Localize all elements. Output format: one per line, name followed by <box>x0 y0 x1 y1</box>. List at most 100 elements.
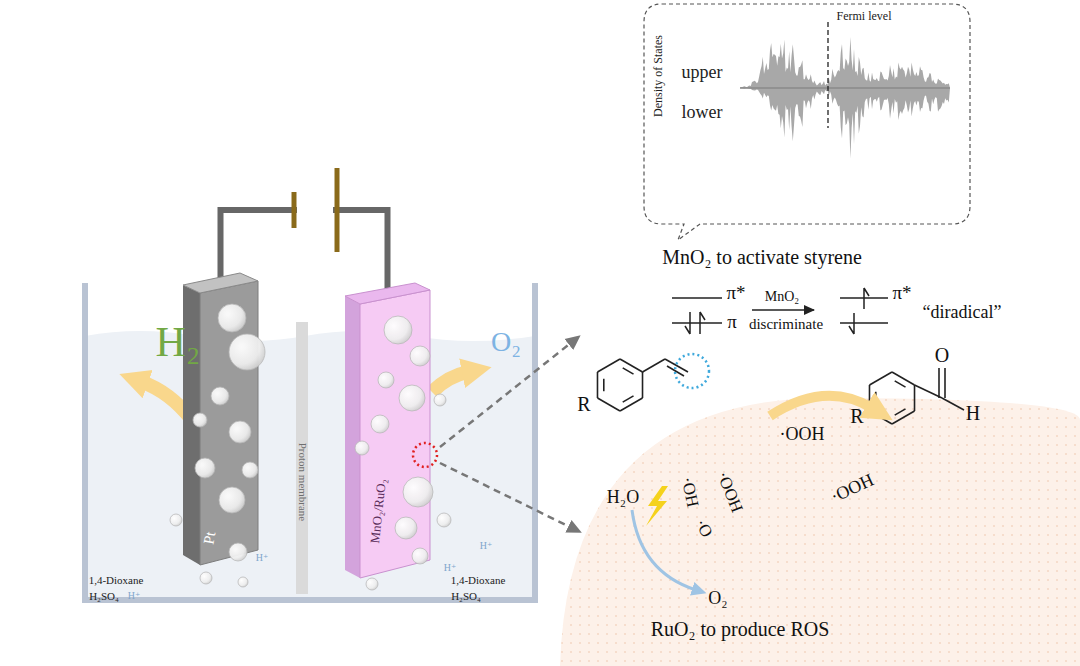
gas-bubble <box>170 514 182 526</box>
chemical-bond <box>914 385 916 411</box>
chemical-bond <box>597 372 599 398</box>
ion-label: H⁺ <box>128 591 141 601</box>
dos-curve <box>740 37 950 88</box>
node-shape <box>183 273 258 565</box>
orbital-label: π* <box>726 283 745 302</box>
gas-bubble <box>218 304 246 332</box>
gas-bubble <box>378 372 394 388</box>
ros-texture <box>560 398 1080 666</box>
electrode-top <box>345 283 430 304</box>
gas-bubble <box>200 572 212 584</box>
activation-site <box>675 354 709 388</box>
gas-bubble <box>434 394 446 406</box>
gas-product: H₂ <box>156 321 201 363</box>
oxidation-arrow <box>632 510 696 590</box>
ion-label: H⁺ <box>444 563 457 573</box>
beaker <box>85 283 535 600</box>
spin-label: upper <box>682 63 723 81</box>
electron-spin <box>864 288 869 309</box>
gas-bubble <box>410 346 430 366</box>
reaction-note: discriminate <box>749 317 823 332</box>
chemical-bond <box>892 411 915 424</box>
chemical-bond <box>892 372 915 385</box>
gas-bubble <box>195 458 215 478</box>
dos-curve <box>740 88 950 159</box>
atom-label: O <box>935 345 949 365</box>
electron-spin <box>700 312 705 334</box>
radical-label: ·O <box>692 516 716 540</box>
ion-label: H⁺ <box>480 541 493 551</box>
gas-bubble <box>355 441 369 455</box>
electrode-name: Pt <box>202 531 219 546</box>
chemical-bond <box>869 372 892 385</box>
orbital-level <box>672 322 722 324</box>
electrode-face <box>360 290 430 578</box>
gas-bubble <box>219 487 245 513</box>
cathode-electrode: Pt <box>183 273 258 565</box>
dos-callout: Density of StatesupperlowerFermi level <box>642 2 972 242</box>
radical-label: ·OOH <box>780 425 825 443</box>
gas-bubble <box>238 577 248 587</box>
zoom-leader <box>440 463 572 528</box>
orbital-level <box>840 322 888 324</box>
gas-bubble <box>229 543 247 561</box>
gas-bubble <box>211 387 229 405</box>
ion-label: H⁺ <box>256 553 269 563</box>
dos-axis <box>740 87 950 89</box>
gas-arrow <box>432 372 468 392</box>
substituent-label: R <box>850 406 863 426</box>
axis-title: Density of States <box>652 35 664 117</box>
chemical-bond <box>597 359 620 372</box>
electrolyte-name: 1,4-Dioxane <box>451 575 506 586</box>
orbital-label: π* <box>892 283 911 302</box>
chemical-bond <box>623 396 634 402</box>
lightning-symbol <box>646 486 668 526</box>
panel-caption: MnO₂ to activate styrene <box>662 247 862 267</box>
electrode-top <box>183 273 258 293</box>
gas-bubble <box>437 513 451 527</box>
battery-plate <box>292 192 297 228</box>
membrane-band <box>296 322 308 594</box>
chemical-bond <box>643 359 665 372</box>
callout-bubble <box>644 4 970 240</box>
panel-caption: RuO₂ to produce ROS <box>651 619 830 639</box>
spin-label: lower <box>682 103 723 121</box>
reagent-label: MnO₂ <box>765 290 799 304</box>
gas-bubble <box>229 334 265 370</box>
chemical-bond <box>938 368 940 398</box>
radical-label: ·OOH <box>828 470 876 505</box>
gas-bubble <box>366 578 378 590</box>
node-shape <box>345 283 430 578</box>
gas-bubble <box>395 517 417 539</box>
chemical-bond <box>895 381 906 387</box>
chemical-bond <box>895 409 906 415</box>
electrolyte-name: 1,4-Dioxane <box>89 575 144 586</box>
substituent-label: R <box>577 394 590 414</box>
electrolyte-name: H₂SO₄ <box>451 591 481 602</box>
orbital-level <box>672 297 722 299</box>
radical-label: ·OH <box>679 475 702 508</box>
electron-spin <box>849 313 854 334</box>
state-label: “diradical” <box>923 303 1002 321</box>
anode-electrode: MnO₂/RuO₂ <box>345 283 430 578</box>
gas-bubble <box>229 421 251 443</box>
gas-bubble <box>193 413 207 427</box>
proton-membrane: Proton membrane <box>296 322 308 594</box>
gas-product: O₂ <box>491 328 521 356</box>
electrolyte <box>85 331 535 600</box>
chemical-bond <box>623 368 634 374</box>
node-shape <box>642 2 972 242</box>
zoom-leader <box>440 342 572 447</box>
chemical-bond <box>875 392 877 404</box>
gas-bubble <box>242 462 258 478</box>
chemical-bond <box>665 359 688 372</box>
electrode-side <box>345 296 360 578</box>
gas-bubble <box>403 477 433 507</box>
ros-region <box>560 398 1080 666</box>
chemical-bond <box>620 359 643 372</box>
gas-bubble <box>399 385 425 411</box>
chemical-bond <box>915 385 942 398</box>
battery-plate <box>335 168 340 252</box>
membrane-name: Proton membrane <box>297 443 308 522</box>
reaction-arrow <box>752 309 814 311</box>
